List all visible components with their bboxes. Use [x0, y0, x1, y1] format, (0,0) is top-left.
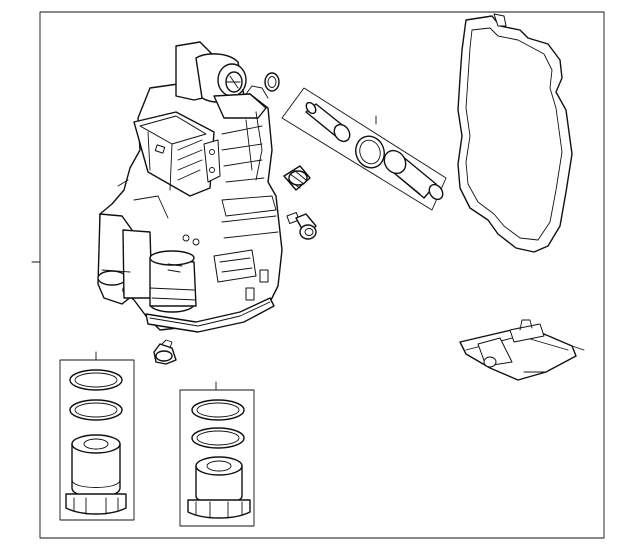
drain-fitting[interactable] — [153, 339, 177, 365]
mechatronic-unit[interactable] — [97, 41, 283, 333]
plug-connector[interactable] — [283, 165, 311, 191]
oil-pan-gasket[interactable] — [457, 13, 573, 253]
diagram-frame — [31, 11, 605, 539]
oil-filter[interactable] — [459, 319, 585, 381]
gasket-ring[interactable] — [264, 72, 280, 92]
seal-kit-right[interactable] — [179, 381, 255, 527]
sensor-bushing[interactable] — [286, 212, 317, 240]
seal-kit-left[interactable] — [59, 351, 135, 521]
solenoid-kit[interactable] — [281, 87, 447, 211]
